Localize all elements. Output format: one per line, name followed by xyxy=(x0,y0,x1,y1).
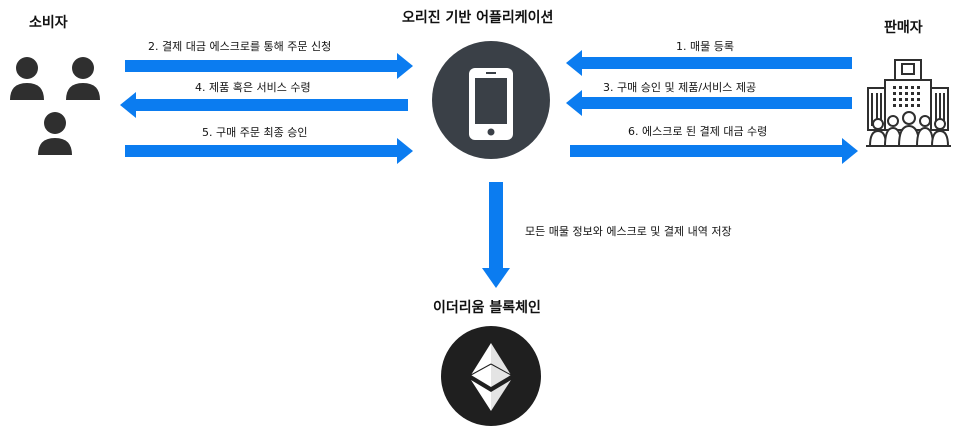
flow-label-step3: 3. 구매 승인 및 제품/서비스 제공 xyxy=(603,81,757,94)
consumer-icon-group xyxy=(10,57,100,155)
flow-label-step4: 4. 제품 혹은 서비스 수령 xyxy=(195,81,311,94)
smartphone-app-icon xyxy=(432,41,550,159)
arrow-step6 xyxy=(570,138,858,164)
arrow-step5 xyxy=(125,138,413,164)
app-title: 오리진 기반 어플리케이션 xyxy=(402,10,554,26)
arrow-storage xyxy=(482,182,510,288)
arrow-step3 xyxy=(566,90,852,116)
flow-label-step5: 5. 구매 주문 최종 승인 xyxy=(202,126,308,139)
person-icon xyxy=(38,112,72,155)
flow-label-step1: 1. 매물 등록 xyxy=(676,40,734,53)
flow-label-storage: 모든 매물 정보와 에스크로 및 결제 내역 저장 xyxy=(525,225,732,238)
arrow-step4 xyxy=(120,92,408,118)
person-icon xyxy=(66,57,100,100)
seller-building-icon xyxy=(866,59,951,147)
flow-label-step6: 6. 에스크로 된 결제 대금 수령 xyxy=(628,125,768,138)
person-icon xyxy=(10,57,44,100)
ethereum-logo-icon xyxy=(441,326,541,426)
arrow-step2 xyxy=(125,53,413,79)
blockchain-title: 이더리움 블록체인 xyxy=(433,300,541,316)
consumer-title: 소비자 xyxy=(29,15,68,31)
arrow-step1 xyxy=(566,50,852,76)
flow-label-step2: 2. 결제 대금 에스크로를 통해 주문 신청 xyxy=(148,40,332,53)
seller-title: 판매자 xyxy=(884,20,923,36)
